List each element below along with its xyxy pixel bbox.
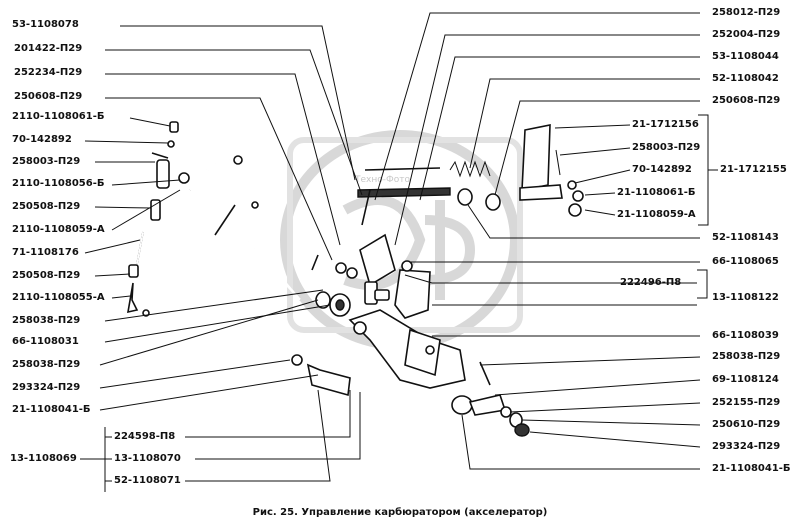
label-21-1108059-a: 21-1108059-А (617, 209, 696, 220)
label-52-1108143: 52-1108143 (712, 232, 779, 243)
label-52-1108071: 52-1108071 (114, 475, 181, 486)
label-66-1108039: 66-1108039 (712, 330, 779, 341)
label-258003-p29-left: 258003-П29 (12, 156, 81, 167)
label-2110-1108061-b: 2110-1108061-Б (12, 111, 105, 122)
label-252155-p29: 252155-П29 (712, 397, 781, 408)
label-250608-p29-right: 250608-П29 (712, 95, 781, 106)
label-222496-p8: 222496-П8 (620, 277, 682, 288)
label-293324-p29-left: 293324-П29 (12, 382, 81, 393)
label-71-1108176: 71-1108176 (12, 247, 79, 258)
label-21-1712155: 21-1712155 (720, 164, 787, 175)
label-66-1108031: 66-1108031 (12, 336, 79, 347)
label-21-1712156: 21-1712156 (632, 119, 699, 130)
label-66-1108065: 66-1108065 (712, 256, 779, 267)
accelerator-linkage (127, 121, 584, 437)
label-70-142892-left: 70-142892 (12, 134, 72, 145)
label-258012-p29: 258012-П29 (712, 7, 781, 18)
label-250608-p29-left: 250608-П29 (14, 91, 83, 102)
label-13-1108122: 13-1108122 (712, 292, 779, 303)
label-250508-p29-a: 250508-П29 (12, 201, 81, 212)
label-250508-p29-b: 250508-П29 (12, 270, 81, 281)
label-53-1108078: 53-1108078 (12, 19, 79, 30)
label-224598-p8: 224598-П8 (114, 431, 176, 442)
label-258038-p29-right: 258038-П29 (712, 351, 781, 362)
label-2110-1108056-b: 2110-1108056-Б (12, 178, 105, 189)
label-258003-p29-right: 258003-П29 (632, 142, 701, 153)
label-252004-p29: 252004-П29 (712, 29, 781, 40)
label-13-1108069: 13-1108069 (10, 453, 77, 464)
label-53-1108044: 53-1108044 (712, 51, 779, 62)
label-70-142892-right: 70-142892 (632, 164, 692, 175)
label-258038-p29-left-a: 258038-П29 (12, 315, 81, 326)
label-21-1108041-b-right: 21-1108041-Б (712, 463, 791, 474)
label-69-1108124: 69-1108124 (712, 374, 779, 385)
label-21-1108061-b: 21-1108061-Б (617, 187, 696, 198)
label-293324-p29-right: 293324-П29 (712, 441, 781, 452)
figure-caption: Рис. 25. Управление карбюратором (акселе… (252, 507, 548, 518)
label-13-1108070: 13-1108070 (114, 453, 181, 464)
label-21-1108041-b-left: 21-1108041-Б (12, 404, 91, 415)
label-250610-p29: 250610-П29 (712, 419, 781, 430)
label-52-1108042: 52-1108042 (712, 73, 779, 84)
watermark-small-text: Техно-Фото (354, 175, 410, 185)
label-2110-1108059-a: 2110-1108059-А (12, 224, 105, 235)
label-201422-p29: 201422-П29 (14, 43, 83, 54)
leader-lines (80, 12, 718, 492)
label-258038-p29-left-b: 258038-П29 (12, 359, 81, 370)
label-252234-p29: 252234-П29 (14, 67, 83, 78)
label-2110-1108055-a: 2110-1108055-А (12, 292, 105, 303)
